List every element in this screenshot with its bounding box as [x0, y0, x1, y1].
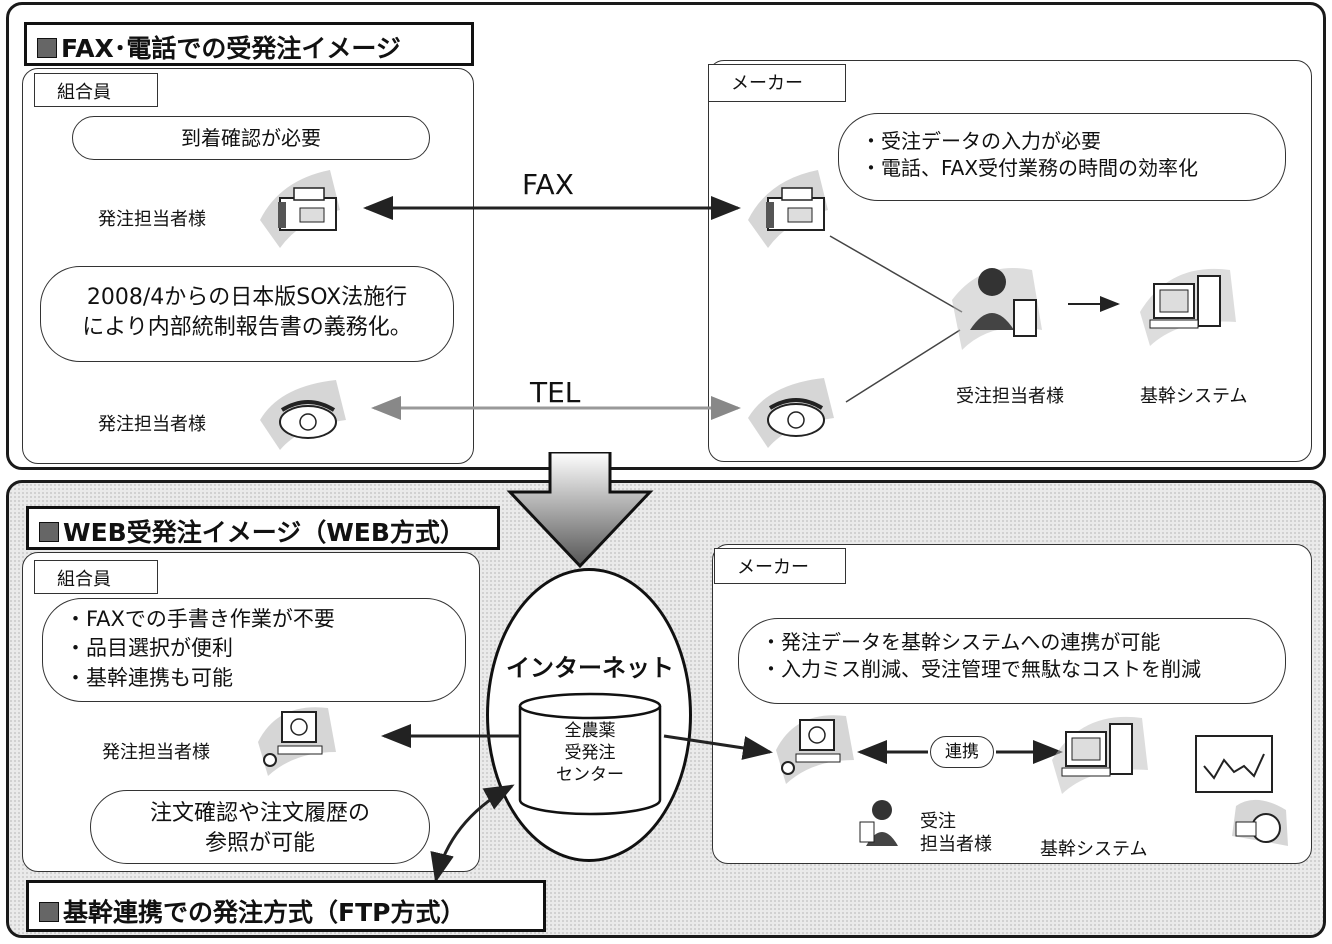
- member-tag-bottom: 組合員: [34, 560, 158, 594]
- link-badge-text: 連携: [945, 742, 979, 762]
- maker-note-line-1: ・受注データの入力が必要: [861, 129, 1101, 153]
- maker-web-note-line-1: ・発注データを基幹システムへの連携が可能: [761, 630, 1161, 654]
- zennoyaku-order-center-label: 全農薬 受発注 センター: [540, 720, 640, 786]
- fax-section-title: FAX･電話での受発注イメージ: [24, 22, 474, 66]
- fax-section-title-text: FAX･電話での受発注イメージ: [61, 34, 401, 63]
- orderer-label-tel: 発注担当者様: [98, 414, 206, 435]
- fax-machine-icon: [748, 170, 828, 248]
- link-badge: 連携: [930, 736, 994, 768]
- core-system-label-bottom: 基幹システム: [1040, 839, 1148, 860]
- maker-input-note: ・受注データの入力が必要 ・電話、FAX受付業務の時間の効率化: [838, 113, 1286, 201]
- web-section-title-text: WEB受発注イメージ（WEB方式）: [63, 518, 465, 547]
- sox-note-line-1: 2008/4からの日本版SOX法施行: [86, 285, 408, 310]
- center-line-1: 全農薬: [564, 721, 616, 741]
- title-bullet-square: [39, 902, 59, 922]
- maker-web-note: ・発注データを基幹システムへの連携が可能 ・入力ミス削減、受注管理で無駄なコスト…: [738, 618, 1286, 704]
- ftp-curved-arrow: [430, 784, 515, 883]
- core-system-label-top: 基幹システム: [1140, 386, 1248, 407]
- title-bullet-square: [39, 522, 59, 542]
- desktop-computer-icon: [1140, 268, 1236, 346]
- member-tag-bottom-text: 組合員: [57, 569, 111, 590]
- member-tag-top-text: 組合員: [57, 82, 111, 103]
- receiver-label-top: 受注担当者様: [956, 386, 1064, 407]
- benefit-line-3: ・基幹連携も可能: [65, 665, 233, 690]
- telephone-icon: [260, 380, 346, 450]
- fax-machine-icon: [260, 170, 340, 248]
- ftp-section-title: 基幹連携での発注方式（FTP方式）: [26, 880, 546, 932]
- database-cylinder-icon: [518, 692, 662, 816]
- arrival-note-text: 到着確認が必要: [181, 126, 321, 150]
- orderer-label-fax: 発注担当者様: [98, 209, 206, 230]
- tel-to-operator-line: [845, 329, 961, 403]
- history-line-1: 注文確認や注文履歴の: [149, 801, 370, 826]
- maker-tag-bottom: メーカー: [714, 548, 846, 584]
- member-tag-top: 組合員: [34, 73, 158, 107]
- receiver-line-2: 担当者様: [920, 834, 992, 856]
- web-order-diagram-graphics: [258, 707, 1288, 883]
- sox-law-note: 2008/4からの日本版SOX法施行 により内部統制報告書の義務化。: [40, 266, 454, 362]
- center-line-2: 受発注: [564, 743, 616, 764]
- history-line-2: 参照が可能: [204, 830, 315, 856]
- order-history-note: 注文確認や注文履歴の 参照が可能: [90, 790, 430, 864]
- receiver-line-1: 受注: [920, 811, 956, 832]
- center-to-maker-arrow: [663, 734, 773, 760]
- chart-monitor-icon: [1195, 735, 1288, 846]
- sox-note-line-2: により内部統制報告書の義務化。: [82, 314, 412, 340]
- fax-channel-label: FAX: [522, 168, 574, 201]
- benefit-line-1: ・FAXでの手書き作業が不要: [65, 607, 335, 631]
- operator-icon: [952, 268, 1042, 350]
- down-arrow-icon: [506, 452, 654, 569]
- telephone-icon: [748, 378, 834, 448]
- center-line-3: センター: [556, 765, 624, 786]
- maker-tag-top-text: メーカー: [731, 73, 803, 94]
- maker-box-bottom: [712, 544, 1312, 864]
- receiver-label-bottom: 受注 担当者様: [920, 810, 992, 857]
- title-bullet-square: [37, 38, 57, 58]
- fax-phone-diagram-graphics: [260, 170, 1236, 450]
- web-benefit-note: ・FAXでの手書き作業が不要 ・品目選択が便利 ・基幹連携も可能: [42, 598, 466, 702]
- fax-to-operator-line: [829, 235, 963, 313]
- arrival-confirmation-note: 到着確認が必要: [72, 116, 430, 160]
- benefit-line-2: ・品目選択が便利: [65, 636, 233, 661]
- maker-tag-bottom-text: メーカー: [737, 557, 809, 578]
- maker-tag-top: メーカー: [708, 64, 846, 102]
- network-terminal-icon: [776, 715, 854, 784]
- internet-label: インターネット: [506, 654, 674, 682]
- desktop-computer-icon: [1052, 716, 1148, 794]
- ftp-section-title-text: 基幹連携での発注方式（FTP方式）: [63, 898, 466, 927]
- maker-note-line-2: ・電話、FAX受付業務の時間の効率化: [861, 156, 1199, 180]
- orderer-label-web: 発注担当者様: [102, 742, 210, 763]
- maker-web-note-line-2: ・入力ミス削減、受注管理で無駄なコストを削減: [761, 657, 1201, 681]
- network-terminal-icon: [258, 707, 336, 776]
- web-section-title: WEB受発注イメージ（WEB方式）: [26, 506, 500, 550]
- operator-icon: [859, 800, 898, 846]
